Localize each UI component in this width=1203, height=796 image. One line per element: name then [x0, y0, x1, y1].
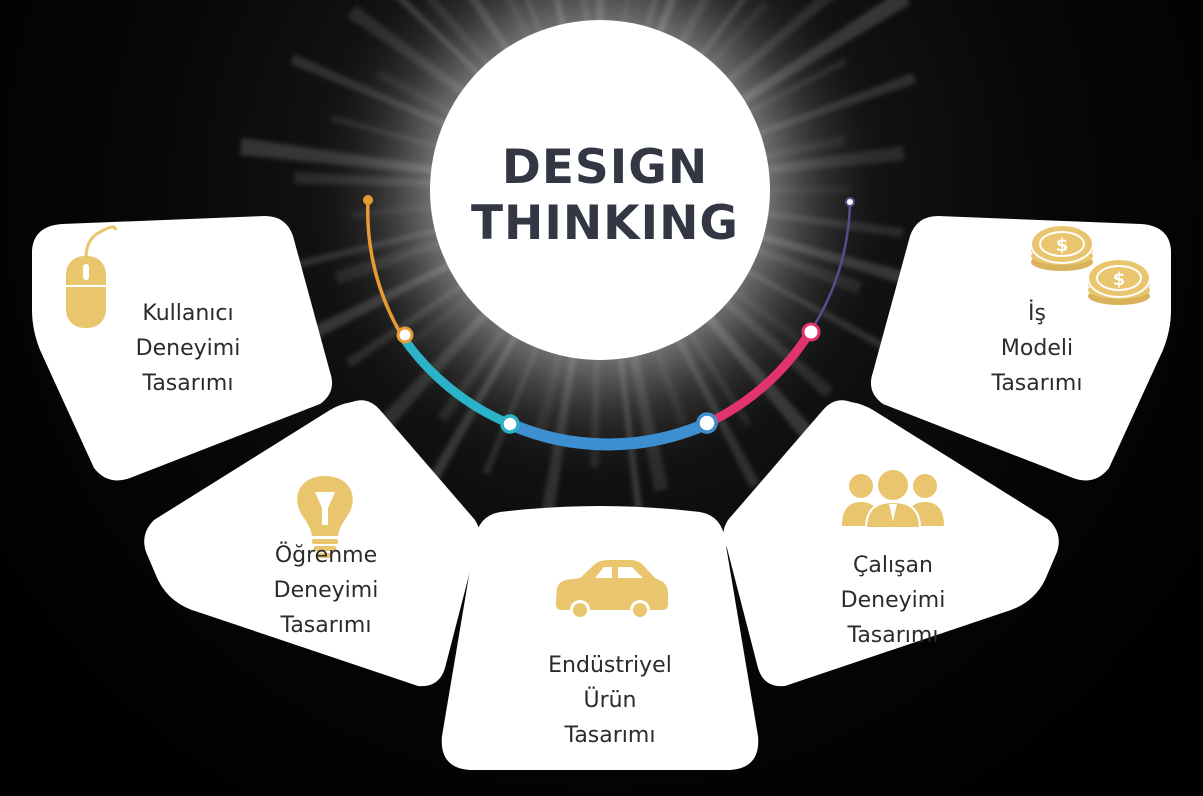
svg-text:$: $	[1056, 235, 1069, 256]
arc-endpoint-left	[363, 195, 373, 205]
card-calisan-shape	[723, 400, 1059, 687]
people-icon	[842, 468, 944, 529]
card-endustriyel-line-3: Tasarımı	[564, 723, 656, 748]
card-calisan-line-3: Tasarımı	[847, 623, 939, 648]
card-calisan-line-2: Deneyimi	[840, 588, 946, 613]
svg-text:$: $	[1113, 269, 1126, 290]
card-endustriyel-line-2: Ürün	[583, 688, 637, 713]
lightbulb-icon	[297, 476, 353, 558]
car-icon	[556, 560, 668, 620]
title-line-2: THINKING	[470, 196, 740, 251]
arc-endpoint-right	[845, 197, 855, 207]
center-circle	[430, 20, 770, 360]
card-kullanici-line-1: Kullanıcı	[142, 301, 234, 326]
card-ogrenme-line-1: Öğrenme	[274, 543, 378, 568]
mouse-icon	[66, 225, 118, 328]
card-ogrenme-line-3: Tasarımı	[280, 613, 372, 638]
card-ogrenme-label: Öğrenme Deneyimi Tasarımı	[246, 538, 406, 643]
arc-node-4	[801, 322, 821, 342]
card-is-line-3: Tasarımı	[991, 371, 1083, 396]
card-endustriyel-line-1: Endüstriyel	[548, 653, 672, 678]
arc-segment-orange	[366, 198, 404, 338]
card-kullanici-label: Kullanıcı Deneyimi Tasarımı	[108, 296, 268, 401]
arc-node-2	[500, 414, 520, 434]
card-calisan-label: Çalışan Deneyimi Tasarımı	[813, 548, 973, 653]
card-ogrenme-line-2: Deneyimi	[273, 578, 379, 603]
card-kullanici-shape	[32, 216, 333, 481]
arc-node-3	[696, 412, 718, 434]
card-calisan-line-1: Çalışan	[853, 553, 933, 578]
arc-segment-blue	[504, 418, 712, 451]
title-line-1: DESIGN	[501, 140, 709, 195]
card-kullanici-line-3: Tasarımı	[142, 371, 234, 396]
arc-segment-pink	[701, 327, 815, 429]
card-is-label: İş Modeli Tasarımı	[957, 296, 1117, 401]
diagram-title: DESIGN THINKING	[470, 140, 740, 252]
card-endustriyel-shape	[441, 506, 759, 770]
arc-segment-purple	[808, 200, 852, 334]
card-endustriyel-label: Endüstriyel Ürün Tasarımı	[530, 648, 690, 753]
arc-timeline	[366, 198, 852, 451]
arc-node-1	[396, 326, 414, 344]
card-kullanici-line-2: Deneyimi	[135, 336, 241, 361]
card-is-line-1: İş	[1028, 301, 1046, 326]
coins-icon: $ $	[1030, 224, 1151, 305]
card-is-line-2: Modeli	[1000, 336, 1074, 361]
card-ogrenme-shape	[144, 400, 480, 687]
arc-segment-teal	[397, 331, 515, 429]
